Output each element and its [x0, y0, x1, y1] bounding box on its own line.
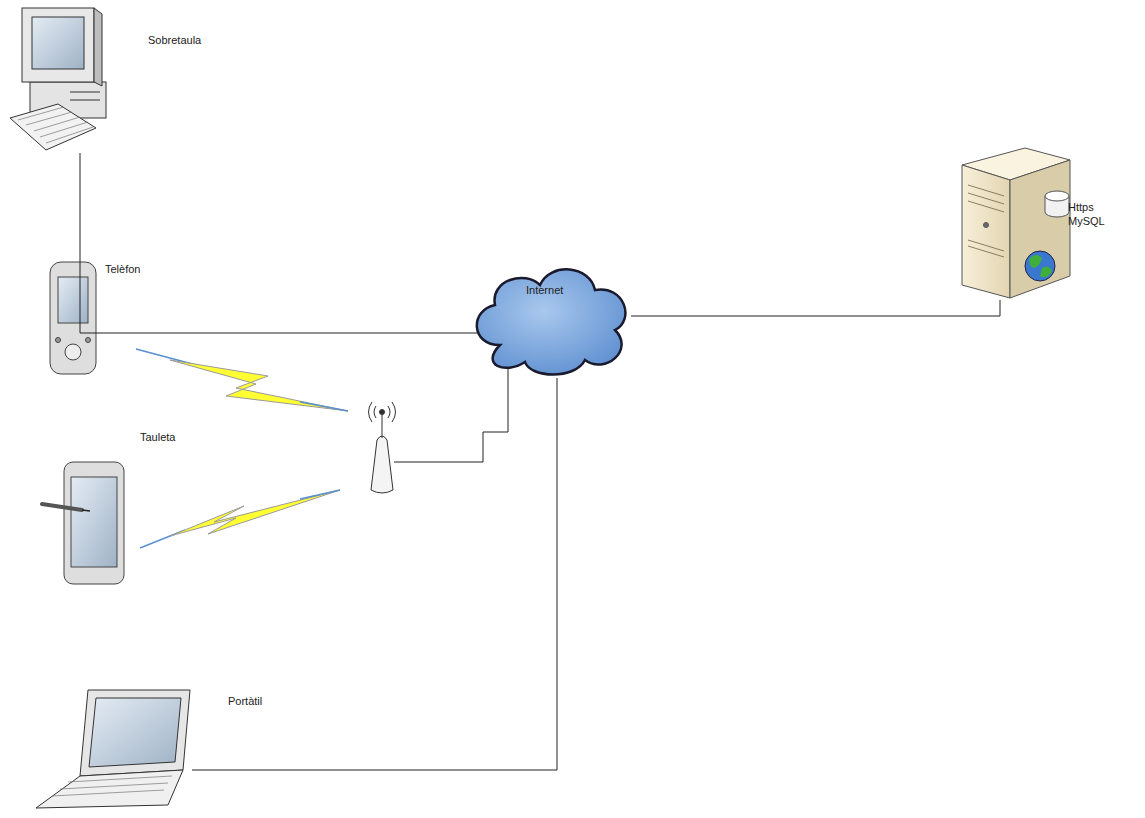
network-link: [192, 378, 557, 770]
network-link: [80, 153, 477, 333]
tablet-icon: [42, 462, 124, 584]
wireless-link: [136, 349, 348, 548]
access-point-icon: [369, 402, 396, 493]
phone: Telèfon: [48, 260, 100, 378]
node-label: Portàtil: [228, 694, 262, 708]
node-label: Internet: [526, 283, 563, 297]
desktop-computer: Sobretaula: [5, 5, 115, 153]
node-label: Tauleta: [140, 430, 175, 444]
internet-cloud: Internet: [477, 265, 631, 378]
internet-cloud: [477, 269, 626, 374]
phone-icon: [50, 262, 96, 374]
node-label: Telèfon: [105, 262, 140, 276]
laptop: Portàtil: [34, 686, 192, 810]
desktop-icon: [10, 8, 106, 150]
node-label: Sobretaula: [148, 33, 201, 47]
tablet: Tauleta: [40, 458, 128, 588]
web-server: Https MySQL: [960, 148, 1072, 300]
access-point-wire: [394, 368, 508, 462]
laptop-icon: [36, 690, 190, 808]
network-link: [631, 300, 1000, 316]
node-label: Https MySQL: [1068, 200, 1114, 228]
server-icon: [962, 148, 1070, 298]
